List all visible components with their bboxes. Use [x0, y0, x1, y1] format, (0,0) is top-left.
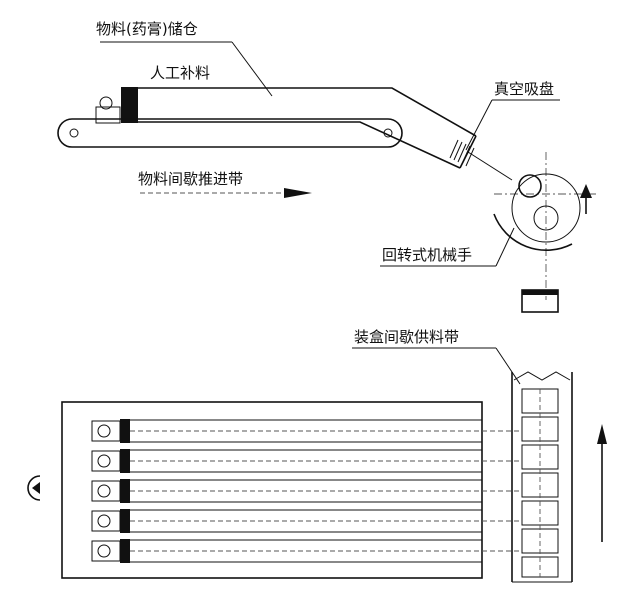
vacuum-cup-label: 真空吸盘: [494, 80, 554, 98]
storage-bin: [95, 87, 513, 181]
tube-row: [91, 479, 520, 503]
vacuum-cup-head-upper: [518, 174, 542, 198]
material-conveyor-belt: [57, 118, 403, 148]
box-slots: [521, 388, 559, 578]
box-feed-belt-label: 装盒间歇供料带: [354, 328, 459, 346]
tube-row: [91, 509, 520, 533]
transfer-box: [521, 289, 559, 313]
conveyor-right-pulley: [383, 128, 393, 138]
manipulator-disc: [511, 173, 581, 243]
box-feed-belt: [511, 371, 573, 583]
conveyor-direction-arrow: [140, 188, 312, 198]
conveyor-belt-outline: [57, 118, 403, 148]
material-conveyor-label: 物料间歇推进带: [138, 170, 243, 188]
vacuum-cup-head-lower: [533, 205, 559, 231]
tube-supply-frame: [61, 401, 483, 579]
rotation-arrowhead: [580, 184, 592, 198]
storage-bin-label: 物料(药膏)储仓: [96, 20, 198, 38]
bin-knob: [99, 96, 113, 110]
manual-refill-label: 人工补料: [150, 64, 210, 82]
bin-body: [138, 87, 477, 169]
rotary-manipulator-label: 回转式机械手: [382, 246, 472, 264]
tube-rows: [91, 419, 520, 563]
leader-lines: [100, 41, 560, 385]
tube-row: [91, 419, 520, 443]
box-belt-direction-arrow: [597, 424, 607, 542]
rotation-symbol-icon: [27, 475, 41, 501]
bin-end-block: [95, 106, 121, 124]
bin-end-cap: [121, 87, 138, 123]
chute-hatch: [449, 139, 475, 167]
rotary-manipulator: [493, 152, 596, 300]
tube-row: [91, 539, 520, 563]
conveyor-left-pulley: [69, 128, 79, 138]
tube-row: [91, 449, 520, 473]
